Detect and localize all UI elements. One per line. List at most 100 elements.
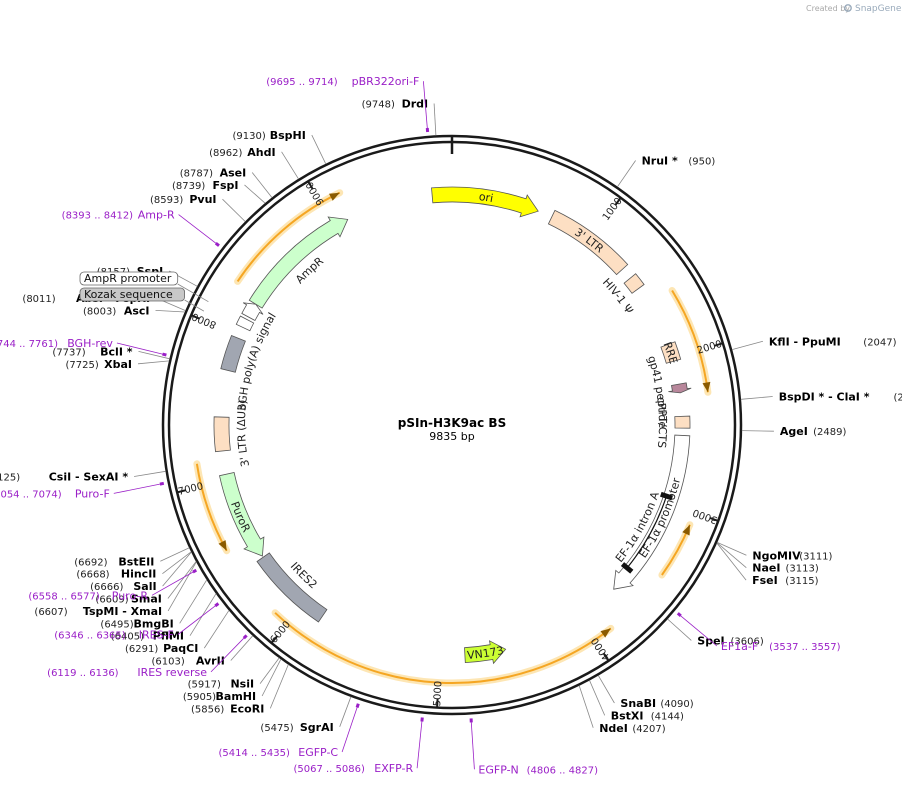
feature-unlabeled-13[interactable]	[235, 315, 255, 332]
enzyme-position: (5905)	[183, 692, 216, 703]
enzyme-site[interactable]: AseI(8787)	[180, 167, 273, 198]
enzyme-site[interactable]: AvrII(6103)	[152, 635, 254, 668]
enzyme-site[interactable]: BmgBI(6495)	[100, 579, 208, 631]
enzyme-name: PvuI	[189, 193, 216, 206]
feature-ampr[interactable]: AmpR	[248, 216, 356, 314]
enzyme-site[interactable]: BspHI(9130)	[233, 129, 327, 165]
enzyme-position: (2489)	[813, 427, 846, 438]
enzyme-site[interactable]: FseI(3115)	[716, 542, 819, 587]
ruler-tick-label: 1000	[601, 196, 625, 223]
enzyme-site[interactable]: KflI - PpuMI(2047)	[731, 335, 897, 350]
enzyme-site[interactable]: BspDI * - ClaI *(2320)	[740, 391, 902, 404]
primer-name: IRES reverse	[137, 666, 207, 679]
enzyme-site[interactable]: PvuI(8593)	[150, 193, 246, 222]
primer-site[interactable]: IRES reverse (6119 .. 6136)	[47, 634, 248, 679]
enzyme-site[interactable]: SgrAI(5475)	[260, 696, 352, 734]
enzyme-position: (6103)	[152, 657, 185, 668]
feature-ori[interactable]: ori	[431, 186, 539, 218]
primer-name: Puro-R	[112, 589, 149, 602]
boxed-feature-callout[interactable]: AmpR promoter	[79, 271, 209, 303]
enzyme-site[interactable]: PaqCI(6291)	[125, 610, 230, 655]
enzyme-position: (4090)	[660, 699, 693, 710]
primer-site[interactable]: EGFP-C (5414 .. 5435)	[218, 703, 360, 759]
enzyme-site[interactable]: AhdI(8962)	[209, 146, 299, 180]
enzyme-site[interactable]: BstXI (4144)	[589, 680, 685, 722]
enzyme-site[interactable]: AgeI(2489)	[741, 425, 847, 438]
enzyme-position: (8962)	[209, 148, 242, 159]
orf-layer	[193, 189, 712, 687]
snapgene-logo-icon	[844, 4, 852, 12]
enzyme-site[interactable]: FspI(8739)	[172, 179, 266, 204]
enzyme-site[interactable]: NdeI(4207)	[578, 685, 666, 735]
ruler-tick-label: 4000	[590, 635, 613, 662]
enzyme-name: BspDI * - ClaI *	[779, 391, 870, 404]
enzyme-site[interactable]: AscI(8003)	[83, 304, 185, 317]
primer-range: (6119 .. 6136)	[47, 668, 119, 679]
primer-site[interactable]: EXFP-R(5067 .. 5086)	[293, 717, 424, 776]
enzyme-position: (8003)	[83, 306, 116, 317]
enzyme-position: (3113)	[786, 564, 819, 575]
enzyme-name: CsiI - SexAI *	[49, 471, 129, 484]
primer-site[interactable]: pBR322ori-F(9695 .. 9714)	[266, 75, 430, 133]
primer-site[interactable]: Puro-R(6558 .. 6577)	[28, 568, 198, 602]
primer-site[interactable]: IRES-F(6346 .. 6365)	[54, 602, 220, 642]
enzyme-site[interactable]: XbaI (7725)	[66, 358, 170, 371]
enzyme-name: BclI *	[100, 345, 133, 358]
enzyme-site[interactable]: EcoRI(5856)	[191, 664, 289, 715]
snapgene-credit: SnapGene	[855, 4, 902, 14]
enzyme-site[interactable]: CsiI - SexAI *(7125)	[0, 471, 166, 484]
enzyme-name: XbaI	[104, 358, 132, 371]
feature-3-ltr-u3[interactable]: 3' LTR (ΔU3)	[213, 394, 252, 472]
enzyme-site[interactable]: NgoMIV(3111)	[717, 542, 833, 562]
feature-label: ori	[478, 190, 494, 205]
enzyme-position: (7725)	[66, 360, 99, 371]
enzyme-site[interactable]: BstEII(6692)	[74, 547, 190, 569]
enzyme-site[interactable]: NaeI(3113)	[716, 542, 819, 575]
primer-layer: pBR322ori-F(9695 .. 9714) EF1a-F(3537 .. …	[0, 75, 841, 776]
feature-3-ltr[interactable]: 3' LTR	[547, 209, 629, 276]
enzyme-name: NruI *	[642, 155, 678, 168]
primer-site[interactable]: Amp-R(8393 .. 8412)	[62, 209, 220, 247]
primer-site[interactable]: EF1a-F(3537 .. 3557)	[676, 612, 841, 653]
enzyme-site[interactable]: NruI *(950)	[617, 155, 715, 188]
enzyme-name: HincII	[121, 568, 157, 581]
enzyme-position: (6666)	[90, 582, 123, 593]
boxed-feature-callout[interactable]: Kozak sequence	[79, 287, 205, 312]
feature-unlabeled-14[interactable]	[241, 302, 264, 322]
primer-site[interactable]: EGFP-N(4806 .. 4827)	[469, 718, 598, 776]
primer-site[interactable]: BGH-rev(7744 .. 7761)	[0, 337, 167, 357]
enzyme-site[interactable]: TspMI - XmaI(6607)	[34, 561, 197, 618]
orf-arc	[671, 289, 709, 393]
feature-ires2[interactable]: IRES2	[256, 546, 334, 623]
feature-hiv-1[interactable]: HIV-1 Ψ	[600, 273, 645, 317]
enzyme-name: PflMI	[153, 630, 184, 643]
enzyme-position: (9130)	[233, 131, 266, 142]
orf-arrowhead	[218, 540, 227, 551]
primer-name: EGFP-C	[298, 746, 338, 759]
primer-name: EF1a-F	[721, 640, 758, 653]
primer-range: (5414 .. 5435)	[218, 748, 290, 759]
enzyme-site[interactable]: BamHI(5905)	[183, 659, 282, 703]
ruler-tick-label: 3000	[691, 506, 719, 525]
orf-arrowhead	[682, 524, 690, 536]
enzyme-site[interactable]: BclI *(7737)	[52, 345, 170, 360]
enzyme-site[interactable]: SalI(6666)	[90, 551, 192, 593]
ruler-tick-label: 9000	[304, 179, 326, 207]
enzyme-site[interactable]: NsiI(5917)	[188, 657, 280, 691]
enzyme-name: FseI	[752, 574, 778, 587]
primer-site[interactable]: Puro-F(7054 .. 7074)	[0, 481, 165, 500]
feature-rre[interactable]: RRE	[660, 340, 682, 365]
enzyme-site[interactable]: HincII(6668)	[76, 551, 192, 581]
enzyme-name: BstEII	[118, 555, 154, 568]
primer-name: pBR322ori-F	[352, 75, 420, 88]
feature-vn173[interactable]: VN173	[464, 640, 507, 665]
enzyme-site[interactable]: DrdI(9748)	[362, 98, 437, 136]
created-by-text: Created by	[806, 4, 850, 13]
enzyme-site[interactable]: SmaI(6609)	[95, 561, 197, 606]
ruler-tick-label: 2000	[696, 339, 724, 357]
enzyme-site[interactable]: PflMI(6405)	[111, 593, 217, 643]
enzyme-site[interactable]: SnaBI(4090)	[597, 675, 694, 710]
enzyme-name: BstXI	[611, 709, 644, 722]
enzyme-position: (4144)	[651, 711, 684, 722]
